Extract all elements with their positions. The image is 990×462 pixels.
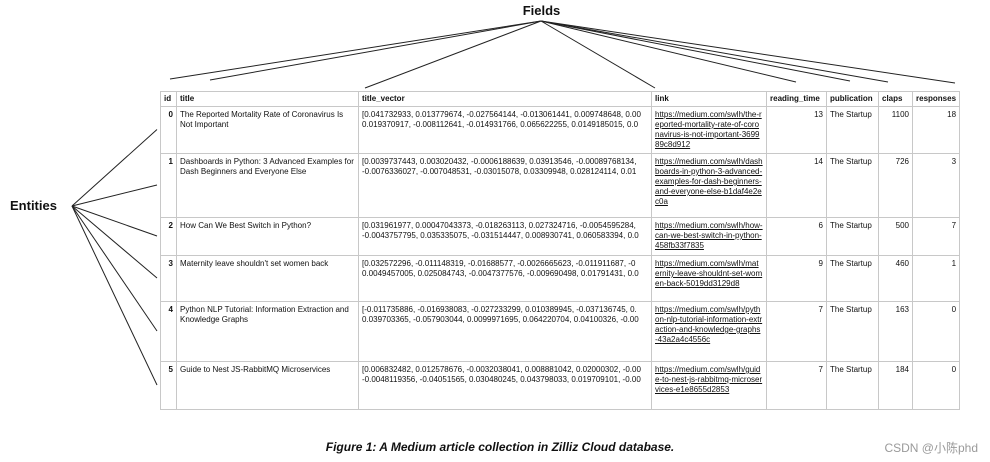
cell-claps: 460 [878,255,913,302]
cell-claps: 726 [878,153,913,218]
cell-link[interactable]: https://medium.com/swlh/dashboards-in-py… [651,153,767,218]
column-header-title: title [176,91,359,107]
cell-link[interactable]: https://medium.com/swlh/guide-to-nest-js… [651,361,767,410]
cell-title-vector: [0.0039737443, 0.003020432, -0.000618863… [358,153,652,218]
vector-line: [0.032572296, -0.011148319, -0.01688577,… [362,259,636,268]
cell-claps: 163 [878,301,913,362]
vector-line: 0.039703365, -0.057903044, 0.0099971695,… [362,315,639,324]
cell-publication: The Startup [826,361,879,410]
cell-reading-time: 13 [766,106,827,154]
entity-connector-lines [71,129,158,386]
cell-id: 2 [160,217,177,256]
cell-link[interactable]: https://medium.com/swlh/how-can-we-best-… [651,217,767,256]
vector-line: 0.0049457005, 0.025084743, -0.0047377576… [362,269,639,278]
cell-title-vector: [-0.011735886, -0.016938083, -0.02723329… [358,301,652,362]
cell-title: Dashboards in Python: 3 Advanced Example… [176,153,359,218]
cell-title: Python NLP Tutorial: Information Extract… [176,301,359,362]
cell-id: 5 [160,361,177,410]
vector-line: [0.0039737443, 0.003020432, -0.000618863… [362,157,637,166]
cell-id: 0 [160,106,177,154]
cell-link[interactable]: https://medium.com/swlh/the-reported-mor… [651,106,767,154]
cell-title: Guide to Nest JS-RabbitMQ Microservices [176,361,359,410]
column-header-claps: claps [878,91,913,107]
cell-title-vector: [0.032572296, -0.011148319, -0.01688577,… [358,255,652,302]
field-connector [540,20,797,83]
field-connector-lines [169,20,956,89]
header-row: id title title_vector link reading_time … [160,91,961,107]
entity-connector [71,205,158,386]
entity-connector [71,129,158,207]
cell-publication: The Startup [826,217,879,256]
cell-title-vector: [0.031961977, 0.00047043373, -0.01826311… [358,217,652,256]
cell-responses: 0 [911,361,961,410]
table-row: 4 Python NLP Tutorial: Information Extra… [160,301,961,362]
cell-claps: 500 [878,217,913,256]
column-header-reading-time: reading_time [766,91,827,107]
cell-title: Maternity leave shouldn't set women back [176,255,359,302]
column-header-id: id [160,91,177,107]
cell-responses: 7 [911,217,961,256]
table-row: 5 Guide to Nest JS-RabbitMQ Microservice… [160,361,961,410]
vector-line: -0.0043757795, 0.035335075, -0.031514447… [362,231,639,240]
vector-line: 0.019370917, -0.008112641, -0.014931766,… [362,120,639,129]
table-row: 3 Maternity leave shouldn't set women ba… [160,255,961,302]
cell-publication: The Startup [826,153,879,218]
field-connector [540,20,656,89]
cell-reading-time: 6 [766,217,827,256]
cell-claps: 184 [878,361,913,410]
cell-title: The Reported Mortality Rate of Coronavir… [176,106,359,154]
cell-responses: 1 [911,255,961,302]
cell-responses: 18 [911,106,961,154]
fields-label: Fields [522,3,561,18]
field-connector [540,20,889,83]
field-connector [540,20,851,82]
field-connector [364,20,542,89]
cell-link[interactable]: https://medium.com/swlh/maternity-leave-… [651,255,767,302]
field-connector [540,20,956,84]
cell-publication: The Startup [826,255,879,302]
entity-connector [71,205,158,279]
column-header-link: link [651,91,767,107]
entity-connector [71,184,158,207]
vector-line: [0.031961977, 0.00047043373, -0.01826311… [362,221,636,230]
vector-line: [0.006832482, 0.012578676, -0.0032038041… [362,365,641,374]
cell-publication: The Startup [826,106,879,154]
column-header-title-vector: title_vector [358,91,652,107]
cell-reading-time: 9 [766,255,827,302]
cell-reading-time: 7 [766,301,827,362]
cell-responses: 0 [911,301,961,362]
cell-id: 3 [160,255,177,302]
cell-title: How Can We Best Switch in Python? [176,217,359,256]
data-table: id title title_vector link reading_time … [160,91,961,410]
vector-line: [-0.011735886, -0.016938083, -0.02723329… [362,305,637,314]
cell-responses: 3 [911,153,961,218]
cell-publication: The Startup [826,301,879,362]
field-connector [209,20,542,81]
field-connector [169,20,542,80]
table-row: 0 The Reported Mortality Rate of Coronav… [160,106,961,154]
cell-title-vector: [0.006832482, 0.012578676, -0.0032038041… [358,361,652,410]
table-row: 2 How Can We Best Switch in Python? [0.0… [160,217,961,256]
watermark: CSDN @小陈phd [884,441,978,455]
entity-connector [71,205,158,332]
cell-claps: 1100 [878,106,913,154]
vector-line: -0.0076336027, -0.007048531, -0.03015078… [362,167,637,176]
entity-connector [71,205,158,237]
cell-reading-time: 7 [766,361,827,410]
cell-link[interactable]: https://medium.com/swlh/python-nlp-tutor… [651,301,767,362]
figure-caption: Figure 1: A Medium article collection in… [325,440,675,454]
vector-line: -0.0048119356, -0.04051565, 0.030480245,… [362,375,641,384]
entities-label: Entities [10,198,57,213]
column-header-responses: responses [911,91,961,107]
cell-id: 4 [160,301,177,362]
column-header-publication: publication [826,91,879,107]
cell-reading-time: 14 [766,153,827,218]
cell-title-vector: [0.041732933, 0.013779674, -0.027564144,… [358,106,652,154]
vector-line: [0.041732933, 0.013779674, -0.027564144,… [362,110,641,119]
cell-id: 1 [160,153,177,218]
table-row: 1 Dashboards in Python: 3 Advanced Examp… [160,153,961,218]
